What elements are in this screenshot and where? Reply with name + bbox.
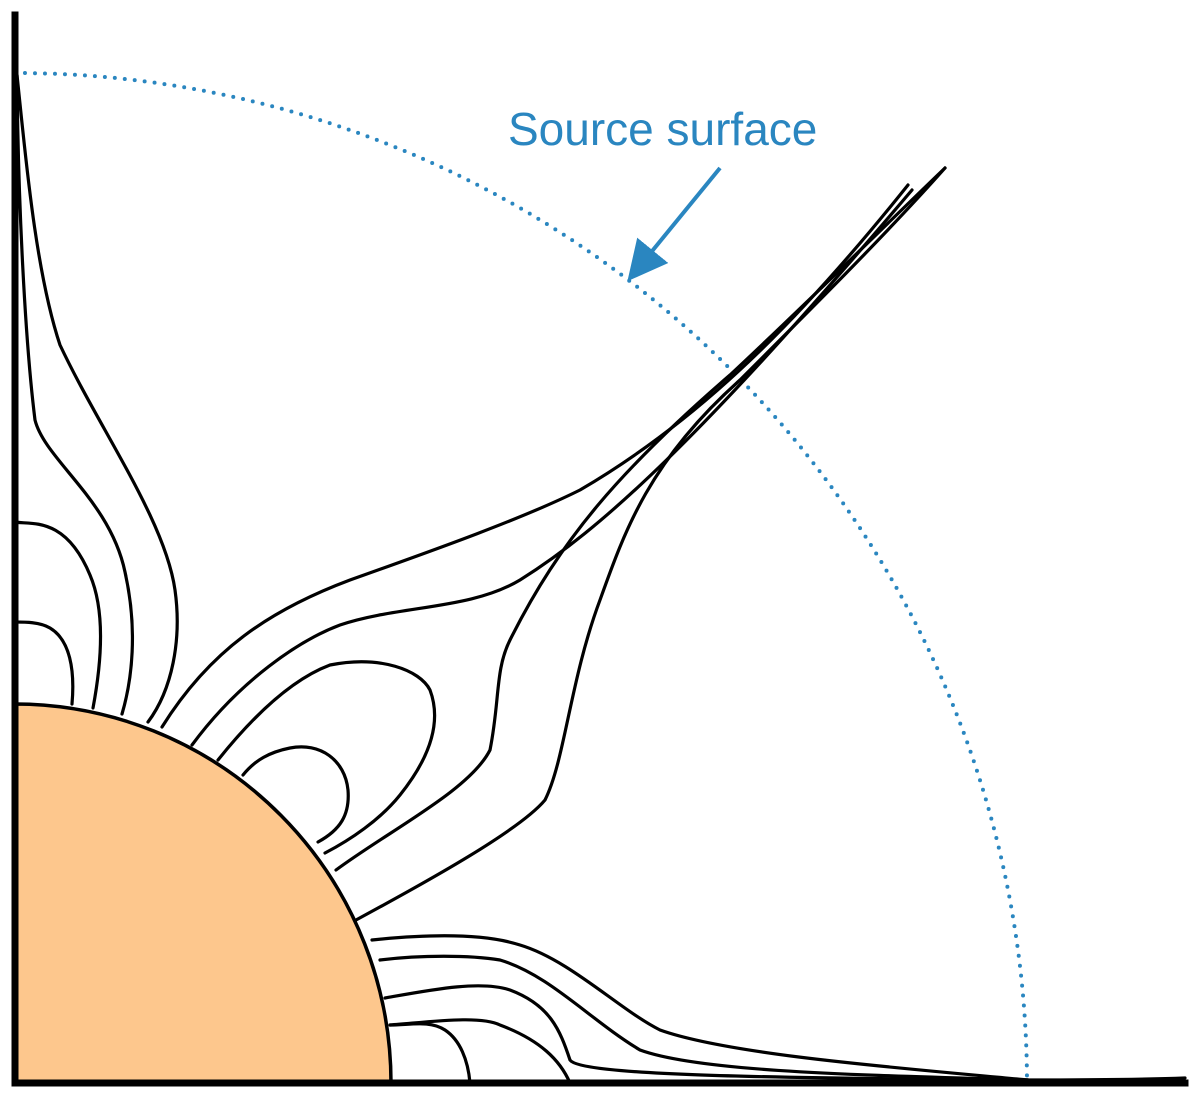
source-surface-arc [13, 71, 1029, 1085]
polar-closed-loop [13, 620, 75, 706]
streamer-line-outer-2 [190, 188, 914, 747]
equatorial-closed-loop-inner [388, 1022, 472, 1085]
arrow-icon [627, 166, 722, 282]
equatorial-line-2 [378, 954, 1030, 1082]
source-surface-label: Source surface [508, 103, 817, 155]
streamer-line-inner-1 [334, 166, 947, 872]
equatorial-line-1 [370, 934, 1030, 1082]
sun-disk [13, 702, 393, 1085]
streamer-line-inner-2 [354, 166, 947, 922]
equatorial-closed-loop-outer [388, 1018, 572, 1085]
polar-open-line-1 [15, 73, 179, 724]
equatorial-line-3 [383, 984, 1030, 1082]
streamer-line-outer-1 [160, 183, 910, 729]
streamer-line-outer-3 [216, 660, 437, 855]
polar-open-line-2 [15, 73, 135, 716]
streamer-closed-small [241, 745, 350, 844]
polar-open-line-3 [13, 520, 103, 710]
field-lines [13, 73, 1187, 1085]
